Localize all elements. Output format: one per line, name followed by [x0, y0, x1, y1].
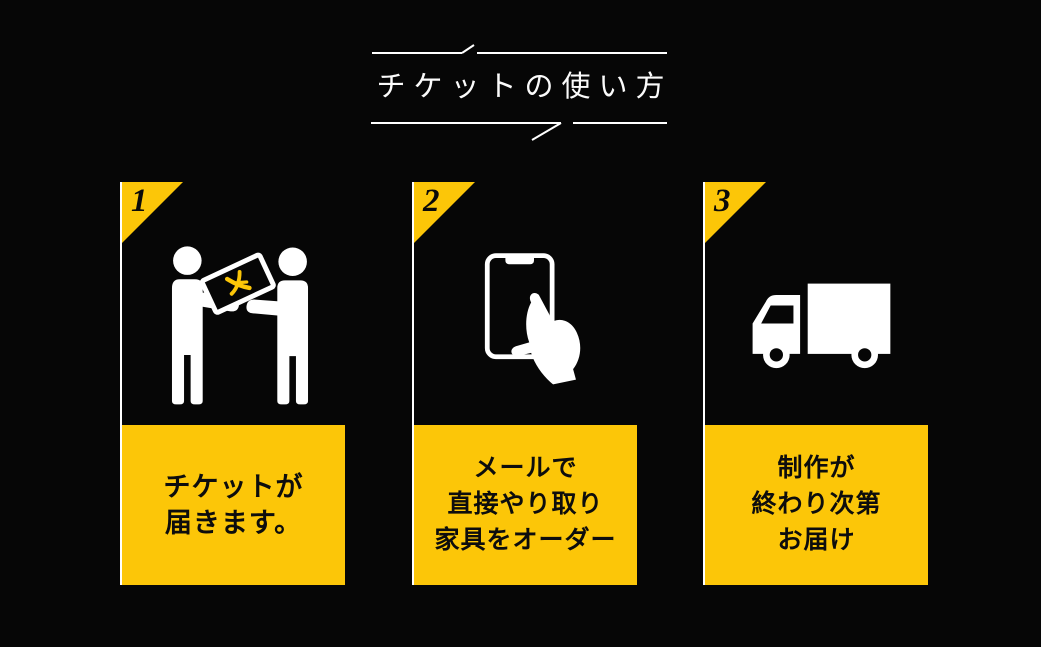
corner-ribbon: 1 — [122, 182, 183, 243]
step-label: メールで 直接やり取り 家具をオーダー — [414, 425, 637, 585]
pointing-hand-icon — [510, 293, 580, 385]
card-left-edge — [120, 182, 122, 585]
step-card-3: 3 制作が 終わり次第 お届け — [703, 182, 928, 585]
step-label-line: 終わり次第 — [751, 491, 882, 518]
page-title: チケットの使い方 — [376, 71, 673, 103]
ticket-icon — [199, 252, 276, 315]
step-label-line: 家具をオーダー — [434, 527, 617, 554]
step-card-2: 2 メールで 直接やり取り 家具をオーダー — [412, 182, 637, 585]
step-label-line: お届け — [777, 527, 856, 554]
step-number: 1 — [131, 183, 148, 219]
step-label-line: 届きます。 — [164, 508, 303, 538]
step-label: チケットが 届きます。 — [122, 425, 345, 585]
step-icon-area — [414, 243, 637, 425]
smartphone-order-icon — [484, 253, 580, 385]
step-label-line: 直接やり取り — [447, 491, 604, 518]
step-label-line: メールで — [473, 455, 578, 482]
step-number: 2 — [423, 183, 440, 219]
title-decoration-lines — [371, 44, 667, 141]
card-left-edge — [412, 182, 414, 585]
step-label-line: チケットが — [163, 472, 304, 502]
step-number: 3 — [714, 183, 731, 219]
corner-ribbon: 3 — [705, 182, 766, 243]
step-label-line: 制作が — [777, 455, 856, 482]
step-icon-area — [122, 243, 345, 425]
ticket-handoff-icon — [171, 246, 309, 405]
delivery-truck-icon — [752, 283, 890, 368]
ticket-logo-mark — [224, 269, 252, 296]
step-card-1: 1 チケットが — [120, 182, 345, 585]
card-left-edge — [703, 182, 705, 585]
step-label: 制作が 終わり次第 お届け — [705, 425, 928, 585]
corner-ribbon: 2 — [414, 182, 475, 243]
step-icon-area — [705, 243, 928, 425]
